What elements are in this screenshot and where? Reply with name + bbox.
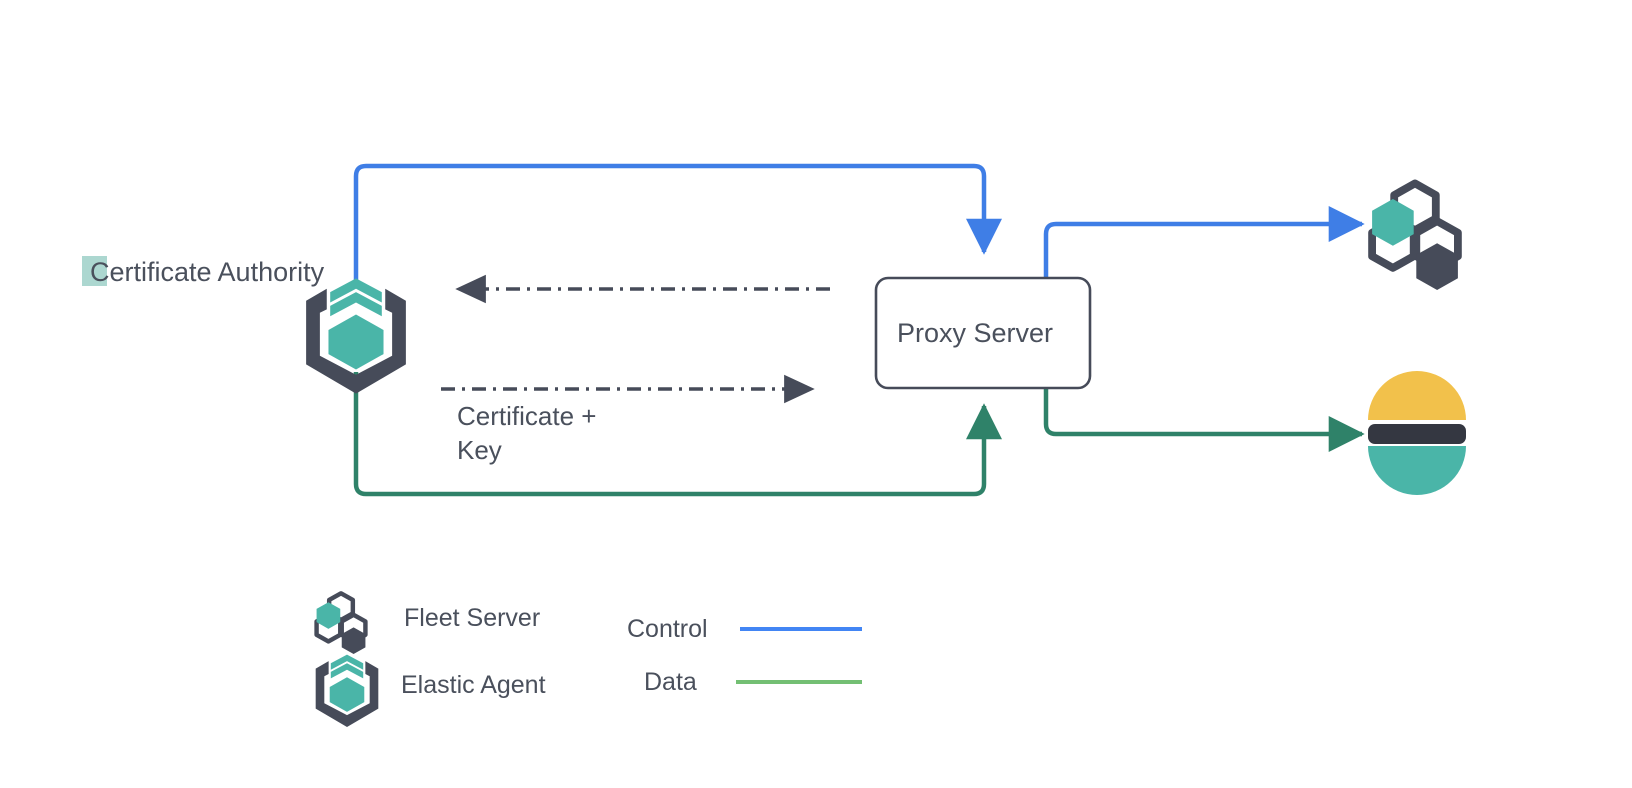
certificate-authority-highlight: [82, 256, 107, 286]
legend-fleet-server-icon: [314, 591, 368, 654]
proxy-server-box[interactable]: [874, 276, 1092, 390]
fleet-server-icon: [1368, 179, 1462, 290]
certificate-key-label: Certificate + Key: [457, 401, 597, 466]
legend-item-control-label: Control: [627, 615, 708, 643]
data-edge-proxy-to-elasticsearch: [1043, 384, 1365, 452]
elasticsearch-icon: [1368, 371, 1466, 495]
legend-item-data-label: Data: [644, 668, 697, 696]
proxy-server-label: Proxy Server: [897, 318, 1054, 348]
legend-item-elastic-agent-label: Elastic Agent: [401, 671, 546, 699]
legend-elastic-agent-icon: [315, 654, 379, 727]
elastic-agent-icon: [306, 278, 406, 394]
legend-item-fleet-server-label: Fleet Server: [404, 604, 541, 632]
certificate-authority-label: Certificate Authority: [90, 257, 325, 287]
data-edge-agent-to-proxy: [353, 372, 1002, 497]
control-edge-proxy-to-fleet: [1043, 206, 1365, 280]
control-edge-agent-to-proxy: [353, 163, 1002, 288]
